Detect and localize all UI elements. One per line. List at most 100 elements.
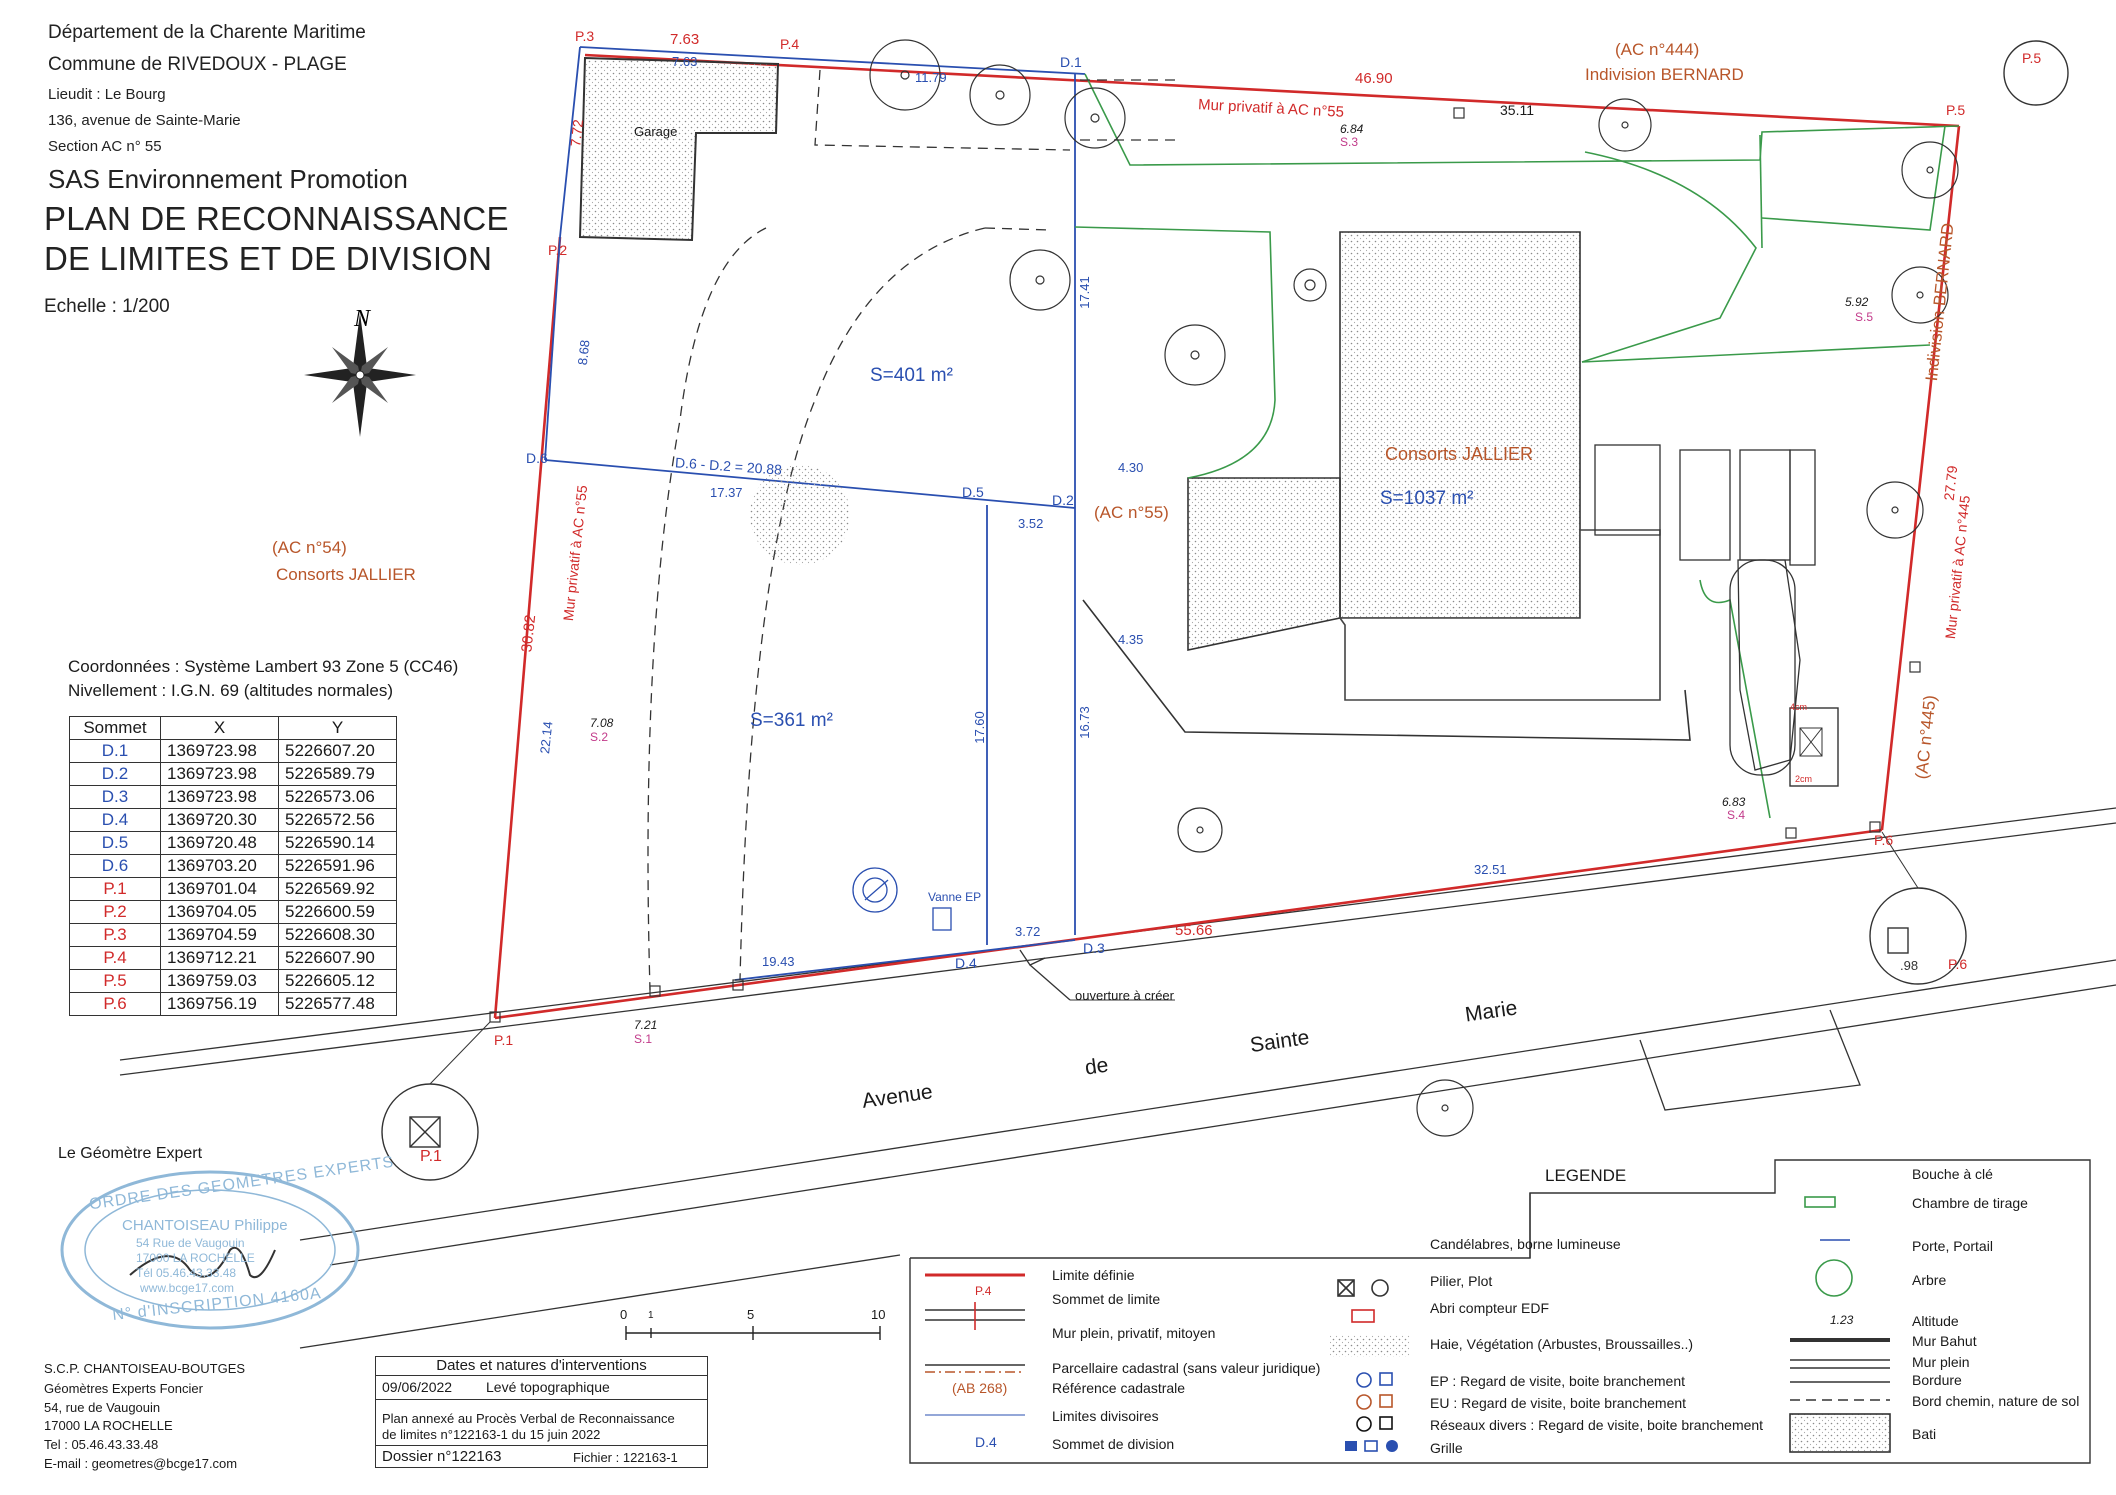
area-401: S=401 m² (870, 365, 953, 386)
stamp-address2: 17000 LA ROCHELLE (136, 1251, 255, 1265)
ep-box-icon (932, 907, 952, 931)
surveyor-stamp (60, 1170, 360, 1330)
department-label: Département de la Charente Maritime (48, 22, 366, 43)
vanne-ep-icon (852, 867, 898, 913)
s2-label: S.2 (590, 730, 609, 744)
legend-sommet-symbol: P.4 (975, 1284, 992, 1298)
legend-arbre: Arbre (1912, 1272, 1947, 1288)
intervention-nature: Levé topographique (486, 1379, 610, 1395)
annex-line1: Plan annexé au Procès Verbal de Reconnai… (382, 1411, 675, 1426)
fichier-number: Fichier : 122163-1 (573, 1450, 678, 1465)
coord-s: D.2 (69, 762, 161, 786)
dim-763-blue: 7.63 (672, 54, 698, 69)
s3-label: S.3 (1340, 135, 1359, 149)
dim-868: 8.68 (574, 339, 593, 366)
coord-s: D.5 (69, 831, 161, 855)
coord-y: 5226577.48 (278, 992, 397, 1016)
dim-1179: 11.79 (915, 70, 947, 85)
street-word-2: de (1083, 1053, 1110, 1080)
dim-1943: 19.43 (762, 954, 795, 969)
legend-ref-symbol: (AB 268) (952, 1380, 1008, 1396)
firm-title: Géomètres Experts Foncier (44, 1381, 203, 1396)
client-name: SAS Environnement Promotion (48, 164, 408, 194)
dossier-number: Dossier n°122163 (382, 1448, 502, 1465)
coord-x: 1369720.48 (160, 831, 279, 855)
s4-altitude: 6.83 (1722, 795, 1746, 809)
detail-inset (1789, 707, 1839, 787)
coord-s: P.3 (69, 923, 161, 947)
zoom-p6-label: P.6 (1948, 956, 1968, 972)
scale-tick-1: 1 (648, 1310, 654, 1321)
garage-label: Garage (634, 124, 678, 139)
coord-s: D.1 (69, 739, 161, 763)
ac55-label: (AC n°55) (1094, 503, 1169, 522)
survey-markers (489, 107, 1921, 1023)
area-361: S=361 m² (750, 710, 833, 731)
coord-y: 5226589.79 (278, 762, 397, 786)
interventions-box: Dates et natures d'interventions 09/06/2… (375, 1356, 708, 1468)
jallier-left-label: Consorts JALLIER (276, 565, 416, 584)
point-p3: P.3 (575, 28, 595, 44)
detail-4cm: 4cm (1790, 702, 1808, 712)
dim-1673: 16.73 (1076, 706, 1092, 739)
point-p5: P.5 (1946, 102, 1966, 118)
indivision-bernard-top: Indivision BERNARD (1585, 65, 1744, 84)
zoom-circle-p6 (1869, 887, 1967, 985)
legend-parcellaire: Parcellaire cadastral (sans valeur jurid… (1052, 1360, 1321, 1376)
coord-y: 5226605.12 (278, 969, 397, 993)
dim-1741: 17.41 (1076, 276, 1092, 309)
commune-label: Commune de RIVEDOUX - PLAGE (48, 54, 347, 75)
legend-grille: Grille (1430, 1440, 1463, 1456)
point-d1: D.1 (1060, 54, 1082, 70)
annex-line2: de limites n°122163-1 du 15 juin 2022 (382, 1427, 601, 1442)
detail-2cm: 2cm (1795, 774, 1813, 784)
north-arrow-icon (304, 313, 416, 437)
vanne-ep-label: Vanne EP (928, 890, 982, 904)
ac54-label: (AC n°54) (272, 538, 347, 557)
coord-x: 1369704.59 (160, 923, 279, 947)
jallier-right-label: Consorts JALLIER (1385, 444, 1534, 464)
terrace-structure (1594, 444, 1816, 776)
coord-x: 1369723.98 (160, 785, 279, 809)
coord-x: 1369723.98 (160, 739, 279, 763)
legend-porte: Porte, Portail (1912, 1238, 1993, 1254)
coord-system-label: Coordonnées : Système Lambert 93 Zone 5 … (68, 657, 459, 676)
signature (129, 1246, 276, 1279)
point-d2: D.2 (1052, 492, 1074, 508)
point-p4: P.4 (780, 36, 800, 52)
coord-s: P.6 (69, 992, 161, 1016)
legend-alt-symbol: 1.23 (1830, 1313, 1854, 1327)
point-d6: D.6 (526, 450, 548, 466)
shrub-area (750, 465, 850, 565)
legend-reseaux: Réseaux divers : Regard de visite, boite… (1430, 1417, 1764, 1433)
dim-772: 7.72 (567, 118, 587, 148)
road-lines (119, 807, 2116, 1349)
dim-1737: 17.37 (710, 485, 743, 500)
legend-sommet: Sommet de limite (1052, 1291, 1161, 1307)
zoom-circle-p5 (2003, 40, 2069, 106)
coord-s: P.1 (69, 877, 161, 901)
ac444-label: (AC n°444) (1615, 40, 1700, 59)
legend-pilier: Pilier, Plot (1430, 1273, 1493, 1289)
stamp-web: www.bcge17.com (140, 1281, 235, 1295)
legend-ep: EP : Regard de visite, boite branchement (1430, 1373, 1686, 1389)
firm-tel: Tel : 05.46.43.33.48 (44, 1437, 159, 1452)
plan-title-line1: PLAN DE RECONNAISSANCE (44, 200, 509, 237)
point-d3: D.3 (1083, 940, 1105, 956)
legend-abri: Abri compteur EDF (1430, 1300, 1550, 1316)
legend-eu: EU : Regard de visite, boite branchement (1430, 1395, 1687, 1411)
legend-div-symbol: D.4 (975, 1434, 997, 1450)
legend-bordure: Bordure (1912, 1372, 1962, 1388)
dim-1760: 17.60 (971, 711, 987, 744)
plan-title-line2: DE LIMITES ET DE DIVISION (44, 240, 493, 277)
firm-email: E-mail : geometres@bcge17.com (44, 1456, 238, 1471)
s3-altitude: 6.84 (1340, 122, 1364, 136)
area-1037: S=1037 m² (1380, 488, 1474, 509)
